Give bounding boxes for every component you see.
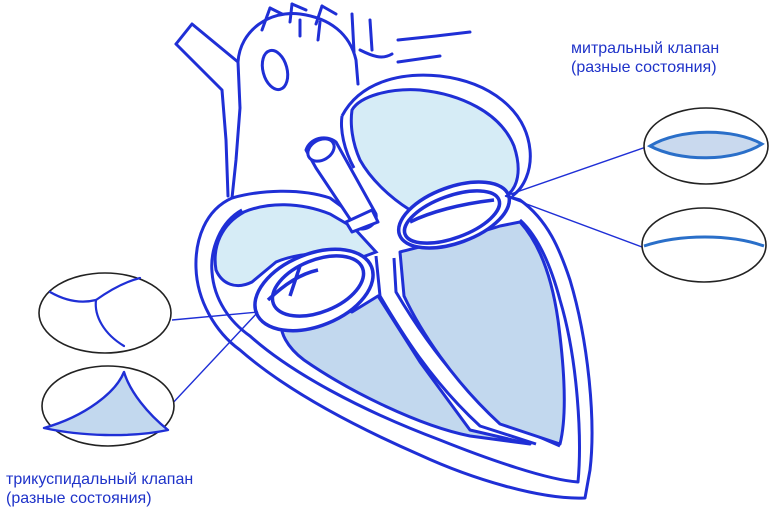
tricuspid-label-line1: трикуспидальный клапан (6, 470, 193, 489)
mitral-inset-closed (644, 108, 768, 184)
mitral-label-line1: митральный клапан (571, 39, 781, 58)
tricuspid-valve-label: трикуспидальный клапан (разные состояния… (6, 470, 193, 508)
tricuspid-label-line2: (разные состояния) (6, 489, 193, 508)
mitral-label-line2: (разные состояния) (571, 58, 781, 77)
mitral-valve-label: митральный клапан (разные состояния) (571, 39, 781, 77)
tricuspid-inset-open (42, 366, 174, 446)
mitral-inset-open (642, 208, 766, 282)
tricuspid-inset-closed (39, 273, 171, 353)
